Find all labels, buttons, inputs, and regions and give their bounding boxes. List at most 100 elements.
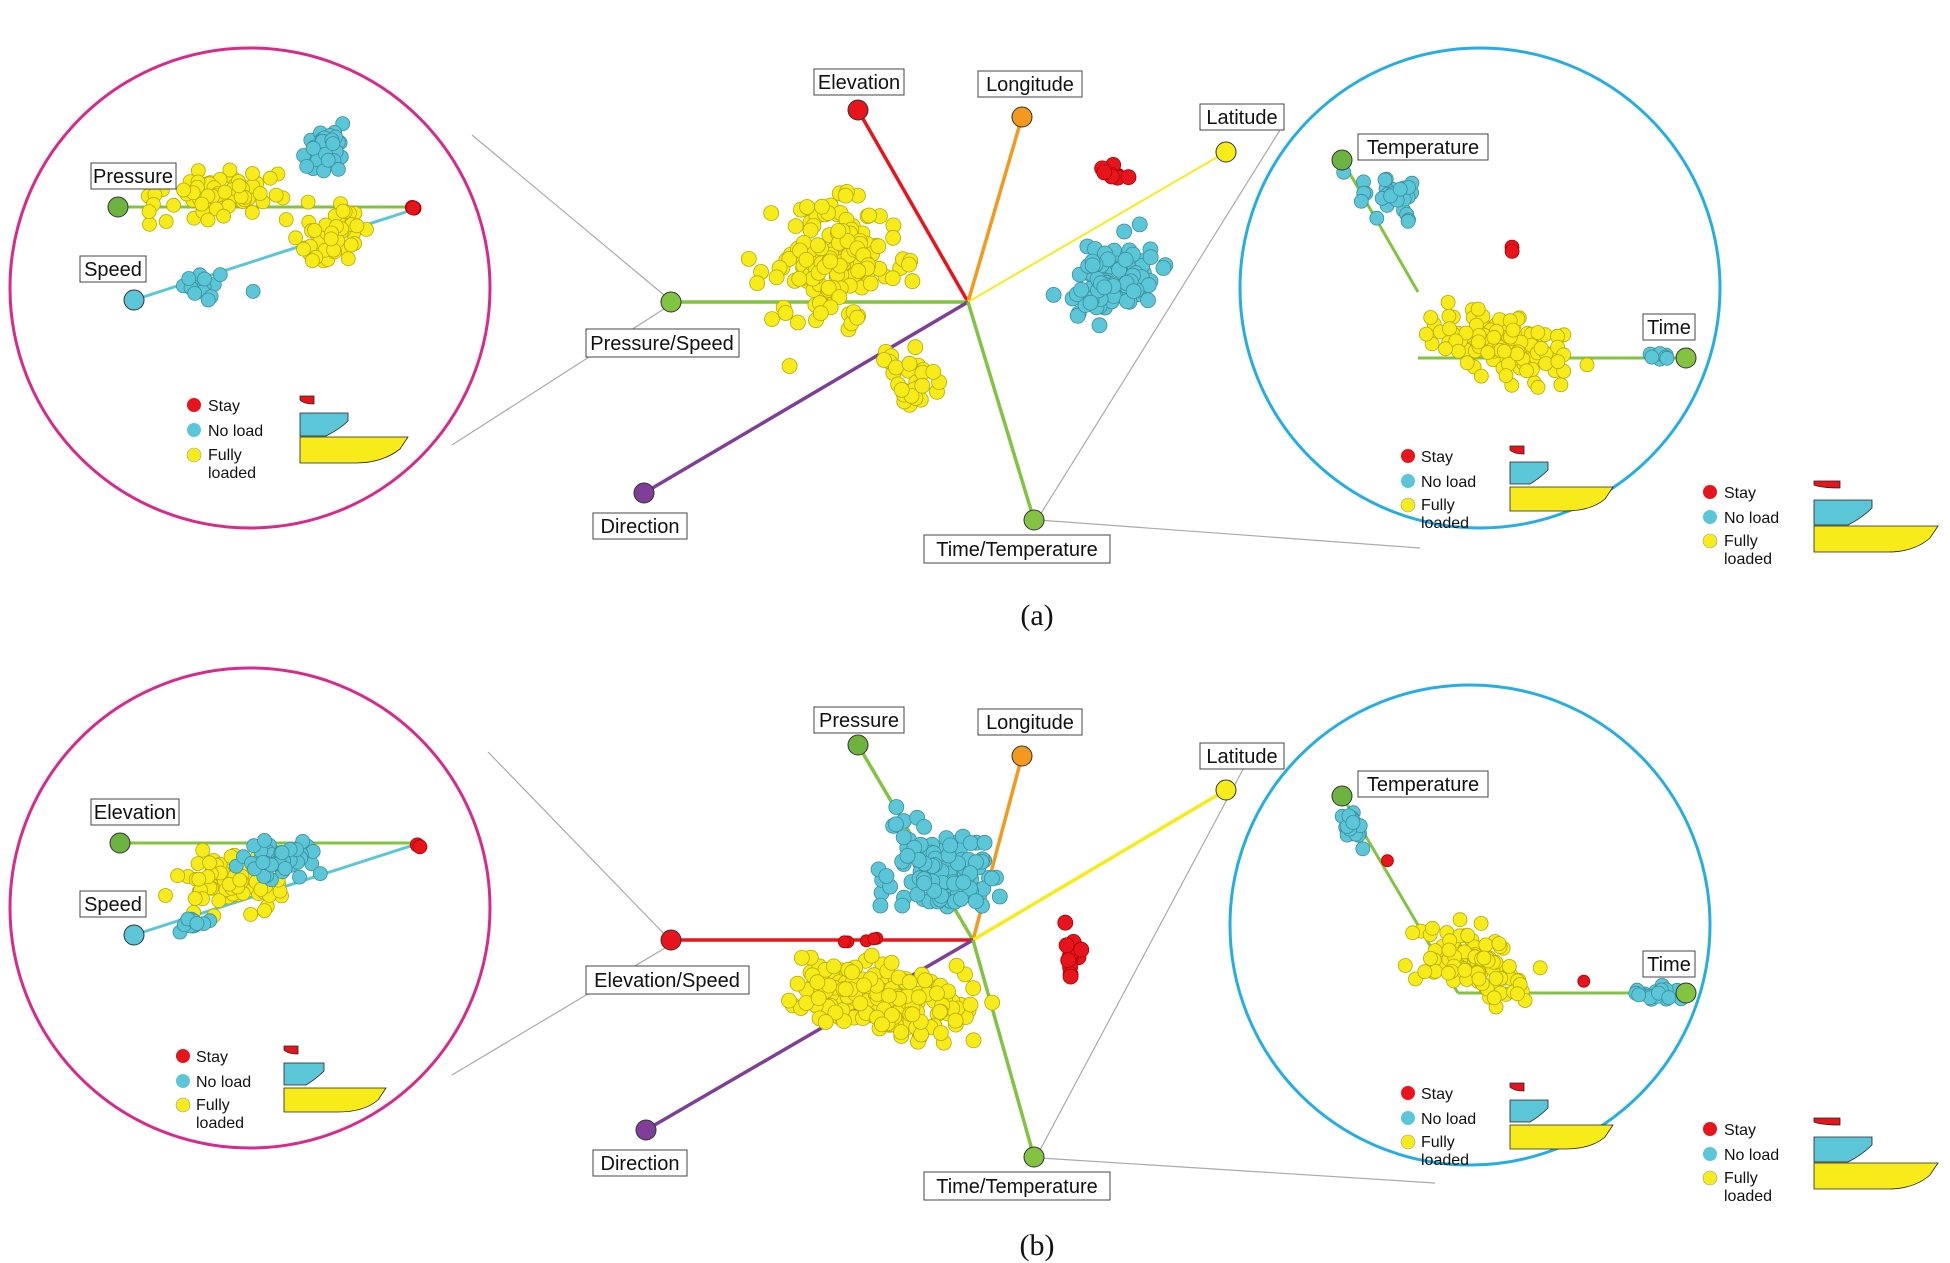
data-point-fully-loaded [814,198,830,215]
data-point-no-load [888,816,904,833]
zoom-axis-node-speed[interactable] [123,289,145,311]
legend-label-fully-loaded: Fully [208,447,242,464]
legend-marker-stay [176,1049,190,1063]
data-point-fully-loaded [874,1016,890,1033]
axis-label-box [1199,742,1285,770]
data-point-stay [412,839,428,855]
data-point-fully-loaded [216,208,232,224]
data-point-fully-loaded [856,977,872,994]
data-point-fully-loaded [850,263,867,279]
zoom-axis-node-elevation[interactable] [109,832,131,854]
data-point-fully-loaded [883,954,900,971]
zoom-label-time: Time [1647,317,1691,339]
axis-node-latitude[interactable] [1215,141,1237,163]
data-point-fully-loaded [885,229,901,246]
data-point-fully-loaded [262,170,278,186]
data-point-fully-loaded [1425,920,1440,936]
data-point-no-load [1091,317,1108,334]
axis-label-box [923,1171,1111,1201]
boat-cabin-icon [283,1062,325,1086]
scatter-points [740,156,1174,413]
legend-label-no-load: No load [196,1074,251,1091]
legend-marker-stay [1401,1086,1415,1100]
data-point-fully-loaded [141,204,157,220]
axis-node-pressure-speed[interactable] [660,291,682,313]
zoom-label-speed: Speed [84,894,142,916]
zoom-leader-line [1037,519,1421,549]
data-point-fully-loaded [335,203,351,219]
zoom-axis-node-time[interactable] [1675,982,1697,1004]
data-point-fully-loaded [1451,343,1466,359]
axis-node-longitude[interactable] [1011,745,1033,767]
data-point-fully-loaded [243,907,259,922]
zoom-label-time: Time [1647,954,1691,976]
data-point-no-load [181,271,197,286]
legend-label-stay: Stay [208,398,240,415]
axis-node-latitude[interactable] [1215,779,1237,801]
axis-line-longitude [966,116,1024,303]
axis-node-elevation-speed[interactable] [660,929,682,951]
axis-label-latitude: Latitude [1206,746,1277,768]
data-point-no-load [1644,349,1660,365]
zoom-axis-node-speed[interactable] [123,924,145,946]
axis-label-box [923,534,1111,564]
data-point-no-load [878,868,895,884]
data-point-fully-loaded [1459,355,1475,371]
zoom-label-box [79,255,147,283]
data-point-fully-loaded [904,1006,921,1023]
boat-flag-icon [299,395,315,405]
legend-marker-stay [1703,1122,1717,1136]
zoom-axis-node-temperature[interactable] [1331,149,1353,171]
data-point-fully-loaded [323,231,339,247]
axis-label-latitude: Latitude [1206,107,1277,129]
legend-label-no-load: No load [1421,474,1476,491]
data-point-no-load [1073,281,1090,298]
axis-label-direction: Direction [601,1153,680,1175]
data-point-fully-loaded [1473,916,1489,931]
data-point-stay [1096,164,1113,181]
data-point-fully-loaded [932,1003,948,1020]
legend-label-fully-loaded: Fully [196,1097,230,1114]
legend-marker-fully-loaded [1400,1134,1416,1150]
zoom-label-temperature: Temperature [1367,137,1479,159]
axis-node-direction[interactable] [635,1119,657,1141]
data-point-no-load [1096,279,1113,296]
data-point-fully-loaded [787,218,804,235]
data-point-fully-loaded [1530,379,1546,395]
data-point-no-load [962,835,979,851]
zoom-scatter-points [1334,805,1689,1015]
data-point-fully-loaded [1488,971,1504,986]
axis-node-direction[interactable] [633,482,655,504]
data-point-stay [1062,968,1079,985]
axis-node-time-temperature[interactable] [1023,509,1045,531]
data-point-fully-loaded [217,184,233,200]
axis-label-box [813,68,905,96]
data-point-fully-loaded [195,842,211,858]
axis-node-longitude[interactable] [1011,106,1033,128]
axis-label-time-temperature: Time/Temperature [936,539,1098,561]
axis-node-pressure[interactable] [847,734,869,756]
zoom-label-box [1642,950,1696,978]
zoom-axis-node-pressure[interactable] [107,196,129,218]
axis-node-time-temperature[interactable] [1023,1146,1045,1168]
data-point-fully-loaded [1519,363,1534,379]
data-point-no-load [292,869,307,885]
data-point-fully-loaded [809,974,826,991]
axis-node-elevation[interactable] [847,99,869,121]
data-point-fully-loaded [158,888,173,903]
magnifier-circle [1238,46,1722,530]
zoom-axis-node-time[interactable] [1675,347,1697,369]
boat-hull-icon [1509,1124,1614,1150]
data-point-fully-loaded [166,197,182,213]
data-point-fully-loaded [1418,326,1434,342]
zoom-scatter-points [1336,164,1675,395]
axis-label-pressure-speed: Pressure/Speed [590,333,733,355]
data-point-no-load [257,833,272,848]
scatter-points [781,799,1090,1051]
data-point-fully-loaded [901,355,918,372]
data-point-fully-loaded [962,996,979,1013]
zoom-axis-node-temperature[interactable] [1331,785,1353,807]
legend-label-fully-loaded: Fully [1724,1170,1758,1187]
data-point-fully-loaded [1510,986,1525,1002]
data-point-fully-loaded [947,1012,964,1029]
